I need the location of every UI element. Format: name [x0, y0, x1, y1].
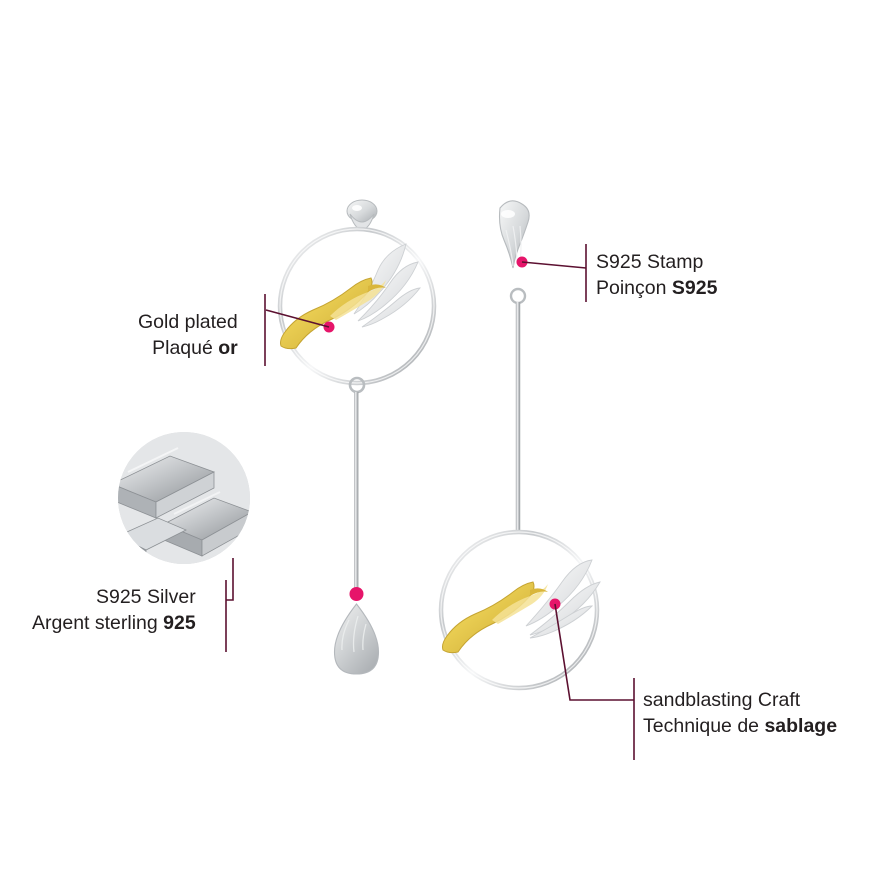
- leader-lines: [225, 244, 635, 760]
- right-earring: [438, 200, 601, 691]
- left-drop-bar: [354, 392, 359, 588]
- s925-stamp-line-en: S925 Stamp: [596, 251, 704, 273]
- gold-plated-line-fr: Plaqué or: [138, 336, 238, 362]
- silver-ingots-illustration: [118, 432, 250, 564]
- right-drop-bar: [515, 302, 521, 530]
- gold-plated-line-en: Gold plated: [138, 311, 238, 333]
- s925-stamp-fr-bold: S925: [671, 276, 718, 299]
- sandblasting-fr-prefix: Technique de: [643, 714, 765, 737]
- sandblasting-fr-bold: sablage: [764, 714, 838, 737]
- s925-stamp-callout: S925 Stamp Poinçon S925: [596, 250, 717, 301]
- left-earring: [277, 199, 437, 675]
- s925-stamp-line-fr: Poinçon S925: [596, 276, 717, 302]
- left-bead-dot: [349, 587, 364, 601]
- right-earring-clasp: [498, 200, 530, 269]
- leader-silver-hook: [226, 558, 234, 601]
- leader-sandblasting: [554, 603, 634, 701]
- leader-gold: [265, 309, 330, 328]
- gold-plated-callout: Gold plated Plaqué or: [138, 310, 238, 361]
- s925-silver-callout: S925 Silver Argent sterling 925: [32, 585, 196, 636]
- s925-silver-line-en: S925 Silver: [95, 586, 196, 608]
- leader-stamp: [521, 261, 587, 269]
- right-gold-crane: [442, 581, 548, 654]
- gold-plated-fr-prefix: Plaqué: [152, 336, 219, 359]
- left-earring-clasp: [346, 199, 378, 231]
- left-teardrop: [333, 603, 380, 675]
- s925-silver-fr-prefix: Argent sterling: [32, 611, 164, 634]
- s925-stamp-fr-prefix: Poinçon: [596, 276, 672, 299]
- s925-silver-fr-bold: 925: [163, 611, 196, 634]
- sandblasting-line-en: sandblasting Craft: [643, 689, 801, 711]
- sandblasting-craft-callout: sandblasting Craft Technique de sablage: [643, 688, 837, 739]
- sandblasting-line-fr: Technique de sablage: [643, 714, 837, 740]
- silver-ingots-swatch: [118, 432, 250, 564]
- s925-silver-line-fr: Argent sterling 925: [32, 611, 196, 637]
- left-gold-crane: [280, 277, 386, 350]
- gold-plated-fr-bold: or: [218, 336, 238, 359]
